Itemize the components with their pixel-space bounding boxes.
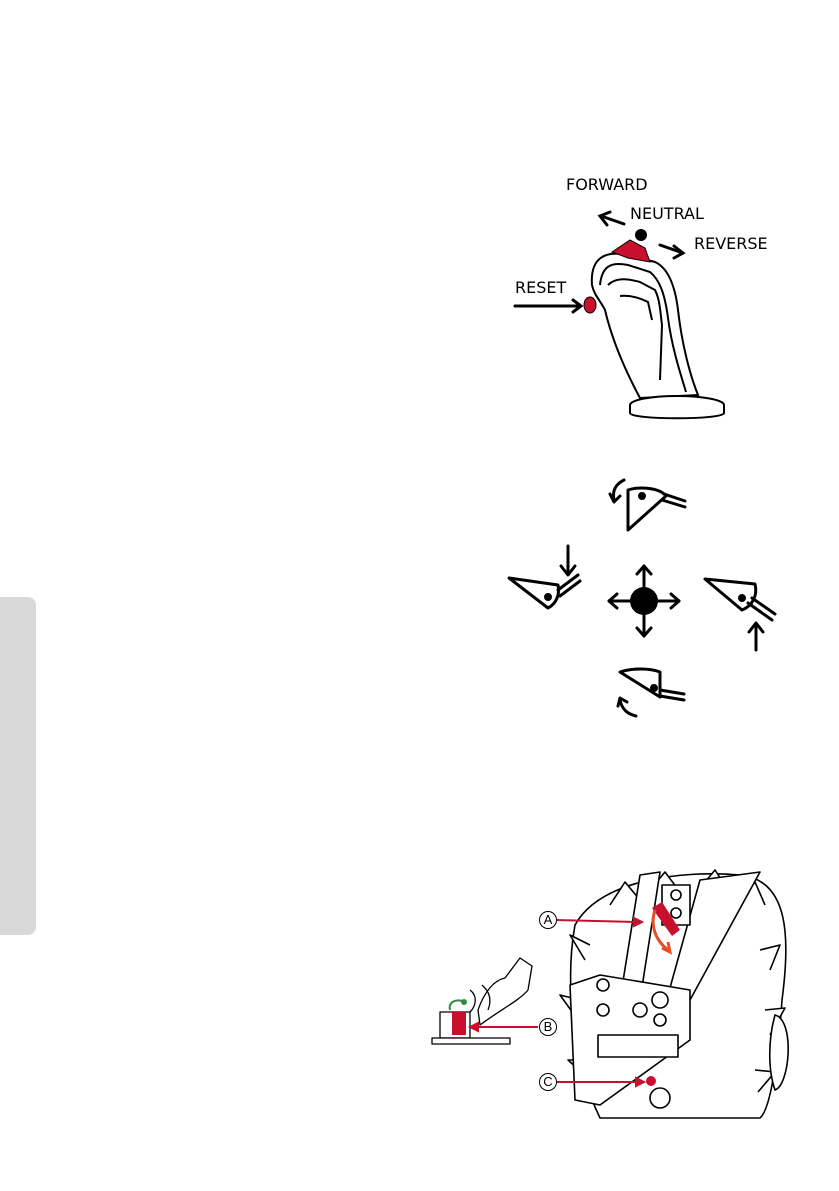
callout-a: A: [539, 911, 557, 929]
callout-c: C: [539, 1073, 557, 1091]
callout-b: B: [539, 1018, 557, 1036]
